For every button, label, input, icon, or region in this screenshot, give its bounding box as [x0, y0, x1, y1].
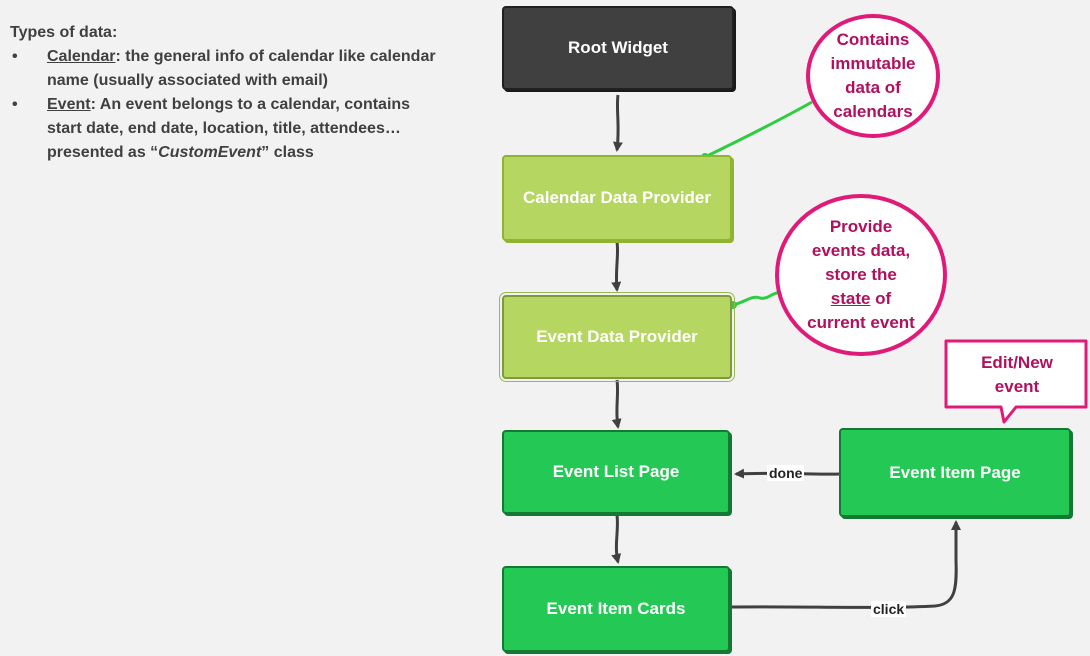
connector-calendars-bubble — [704, 100, 813, 159]
arrow-event-provider-to-list — [611, 379, 622, 429]
node-event-item-page-label: Event Item Page — [889, 462, 1021, 482]
notes-list: • Calendar: the general info of calendar… — [10, 45, 440, 165]
node-event-list-page: Event List Page — [502, 430, 730, 514]
node-event-item-cards: Event Item Cards — [502, 566, 730, 652]
arrow-calendar-to-event-provider — [611, 241, 622, 292]
note-event: • Event: An event belongs to a calendar,… — [10, 93, 440, 165]
node-event-list-page-label: Event List Page — [552, 462, 680, 481]
annotation-calendars-line-4: calendars — [833, 102, 913, 121]
edge-label-done: done — [767, 465, 805, 481]
annotation-events-line-4: state of — [807, 287, 915, 311]
annotation-events-line-4-rest: of — [870, 289, 892, 308]
annotation-events-state-word: state — [830, 289, 871, 308]
node-event-data-provider-label: Event Data Provider — [536, 327, 698, 346]
note-term-calendar: Calendar — [47, 48, 116, 65]
node-root-widget: Root Widget — [502, 6, 734, 90]
annotation-events-bubble: Provide events data, store the state of … — [775, 194, 947, 356]
edge-label-click: click — [871, 601, 907, 617]
annotation-calendars-line-2: immutable — [830, 54, 916, 73]
annotation-calendars-bubble: Contains immutable data of calendars — [806, 14, 940, 138]
annotation-events-line-3: store the — [825, 265, 897, 284]
arrow-list-to-cards — [611, 514, 622, 564]
annotation-calendars-line-3: data of — [845, 78, 901, 97]
node-event-item-page: Event Item Page — [839, 428, 1071, 517]
note-text-calendar: : the general info of calendar like cale… — [47, 48, 436, 89]
annotation-calendars-line-1: Contains — [836, 30, 910, 49]
node-root-widget-label: Root Widget — [568, 38, 668, 57]
connector-events-bubble — [732, 291, 781, 307]
notes-panel: Types of data: • Calendar: the general i… — [10, 21, 440, 165]
node-event-data-provider: Event Data Provider — [499, 292, 735, 382]
note-calendar: • Calendar: the general info of calendar… — [10, 45, 440, 93]
annotation-edit-callout: Edit/New event — [948, 345, 1086, 405]
node-calendar-data-provider: Calendar Data Provider — [502, 155, 732, 241]
edit-callout-box — [944, 339, 1088, 424]
arrow-cards-to-item-page — [727, 520, 961, 609]
note-term-event: Event — [47, 96, 91, 113]
annotation-edit-line-1: Edit/New — [981, 353, 1053, 372]
annotation-events-line-1: Provide — [829, 217, 893, 236]
bullet-icon: • — [12, 96, 18, 113]
note-class-name: CustomEvent — [158, 144, 262, 161]
annotation-edit-line-2: event — [994, 377, 1040, 396]
arrow-root-to-calendar — [612, 94, 623, 152]
annotation-events-line-2: events data, — [811, 241, 911, 260]
annotation-events-line-5: current event — [807, 313, 915, 332]
node-event-item-cards-label: Event Item Cards — [546, 599, 686, 618]
node-calendar-data-provider-label: Calendar Data Provider — [522, 188, 711, 207]
note-text-event: : An event belongs to a calendar, contai… — [47, 96, 411, 161]
note-text-event-end: ” class — [261, 144, 314, 161]
bullet-icon: • — [12, 48, 18, 65]
notes-heading: Types of data: — [10, 24, 118, 41]
